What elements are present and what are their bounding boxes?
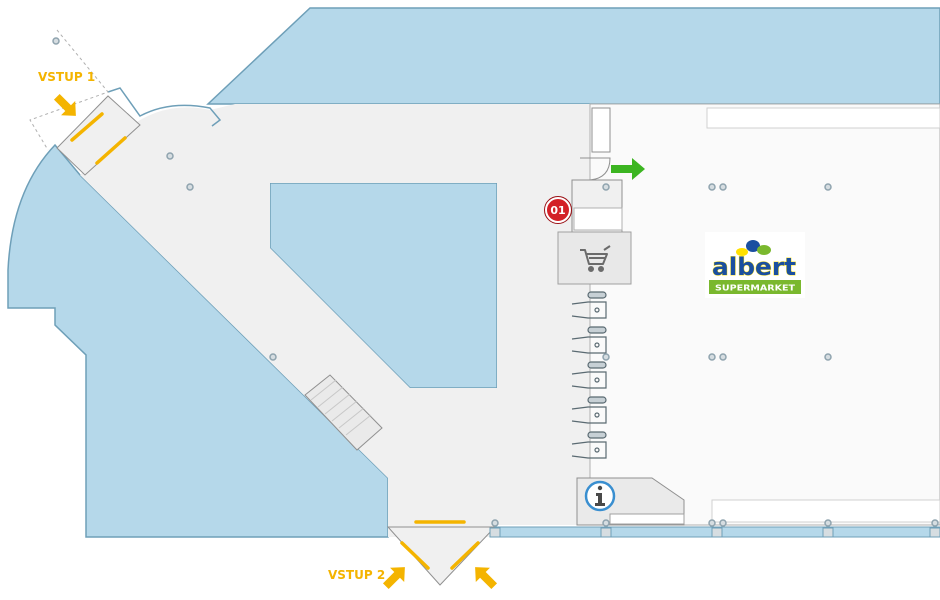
pillar (602, 519, 610, 527)
pillar (719, 353, 727, 361)
arrow-entrance-icon (475, 567, 498, 590)
store-shelf-bottom (711, 499, 940, 523)
vestibule-entrance-1 (56, 95, 141, 176)
pillars (52, 37, 939, 527)
pillar (931, 519, 939, 527)
store-shelf-top (706, 107, 940, 129)
pillar (491, 519, 499, 527)
building-masses (7, 7, 940, 538)
door-entrance-1-inner (95, 136, 127, 165)
store-entry-inner (573, 207, 623, 231)
facade-curve (107, 87, 222, 127)
door-entrance-2-left (400, 541, 430, 570)
pillar (824, 353, 832, 361)
pillar (719, 183, 727, 191)
pillar (602, 183, 610, 191)
pillar (186, 183, 194, 191)
escalator (304, 374, 383, 451)
building-block-top (206, 7, 940, 105)
pillar (719, 519, 727, 527)
store-floor (589, 103, 940, 526)
pillar (602, 353, 610, 361)
facade-posts (489, 527, 940, 538)
door-entrance-1-outer (70, 112, 104, 142)
escalator-steps (310, 379, 372, 436)
corridor-area (29, 29, 590, 586)
logo-wordmark: albert (712, 253, 796, 281)
arrow-right-icon (611, 158, 645, 180)
door-entrance-2-right (450, 541, 480, 570)
pillar (52, 37, 60, 45)
pillar (708, 183, 716, 191)
entrance-doors (70, 112, 480, 570)
store-logo-albert[interactable]: albert SUPERMARKET (705, 232, 805, 298)
arrow-entrance-icon (382, 567, 405, 590)
shopping-cart-icon (580, 245, 611, 272)
logo-mark (736, 240, 771, 256)
store-door-swing (580, 157, 611, 181)
waypoint-label: 01 (550, 204, 565, 217)
pillar (824, 183, 832, 191)
store-area (494, 103, 940, 538)
checkout-counter-icon (571, 361, 607, 389)
checkout-counter-icon (571, 326, 607, 354)
pillar (824, 519, 832, 527)
pillar (708, 519, 716, 527)
checkout-counter-icon (571, 396, 607, 424)
pillar (269, 353, 277, 361)
checkout-counter-icon (571, 431, 607, 459)
arrow-entrance-icon (53, 93, 76, 116)
checkout-counters (571, 291, 607, 459)
cart-area (557, 231, 632, 285)
building-block-left (7, 143, 389, 538)
store-door-frame (591, 107, 611, 153)
info-icon[interactable] (584, 480, 616, 512)
pillar (166, 152, 174, 160)
logo-tagline-bar (709, 280, 801, 294)
entrance-label-2: VSTUP 2 (328, 568, 385, 582)
checkout-counter-icon (571, 291, 607, 319)
logo-tagline: SUPERMARKET (715, 284, 796, 293)
waypoint-marker-01[interactable]: 01 (544, 196, 572, 224)
counter-desk (609, 513, 685, 525)
pillar (708, 353, 716, 361)
entrance-label-1: VSTUP 1 (38, 70, 95, 84)
corridor-floor (80, 104, 590, 537)
